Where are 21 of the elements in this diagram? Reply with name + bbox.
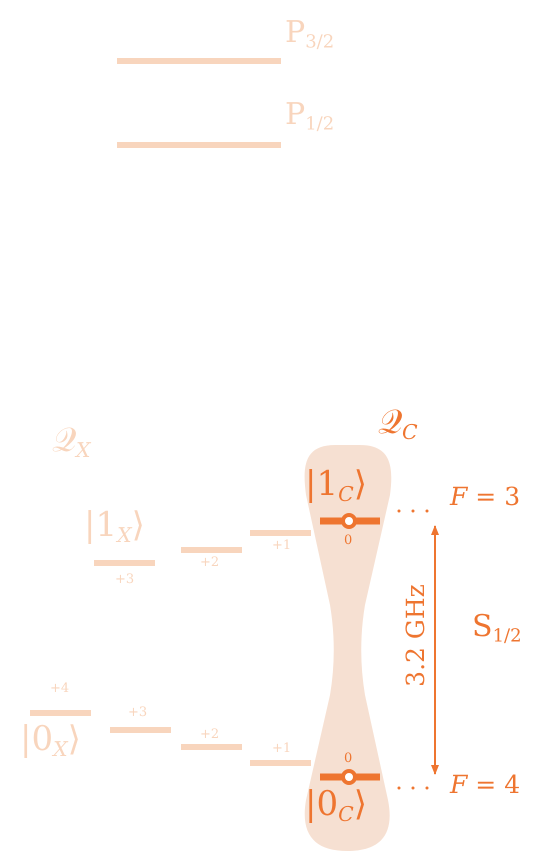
level-number: +4 — [50, 682, 70, 695]
level-number: +3 — [115, 573, 134, 586]
level-number: +1 — [272, 742, 292, 755]
state-label: |0$_{C}$⟩ — [305, 787, 367, 821]
quantum-number-label: F = 3 — [450, 484, 520, 509]
state-label: |0$_{X}$⟩ — [20, 722, 81, 756]
state-label: |1$_{C}$⟩ — [305, 467, 367, 501]
term-label: S$_{1/2}$ — [472, 612, 522, 642]
level-number: +2 — [200, 556, 220, 569]
frequency-label: 3.2 GHz — [402, 584, 428, 686]
level-number: 0 — [344, 752, 352, 765]
level-number: +2 — [200, 728, 220, 741]
term-label: P$_{3/2}$ — [285, 18, 334, 48]
qubit-label: 𝒬$_{C}$ — [378, 405, 418, 439]
term-label: P$_{1/2}$ — [285, 100, 334, 130]
level-number: +3 — [128, 706, 148, 719]
level-number: 0 — [344, 534, 352, 547]
qubit-label: 𝒬$_{X}$ — [52, 423, 91, 457]
quantum-number-label: F = 4 — [450, 772, 520, 797]
level-number: +1 — [272, 539, 292, 552]
state-label: |1$_{X}$⟩ — [84, 508, 145, 542]
